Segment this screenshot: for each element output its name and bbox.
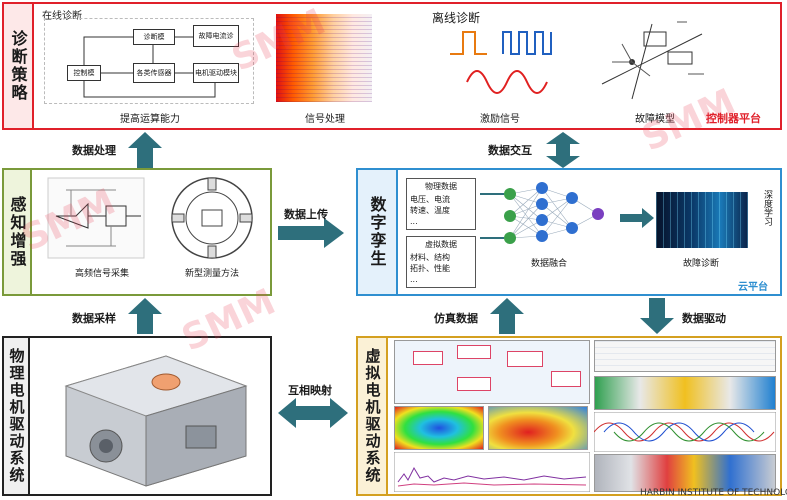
data-fusion-caption: 数据融合 bbox=[530, 259, 567, 269]
diagnose-module-block: 诊断模 bbox=[133, 29, 175, 45]
motor-3d-models bbox=[594, 454, 776, 492]
perception-text: 感知增强 bbox=[7, 196, 27, 268]
fault-model-caption: 故障模型 bbox=[635, 114, 675, 125]
physical-line-3: ... bbox=[410, 217, 418, 226]
sim-node-1 bbox=[413, 351, 443, 365]
fault-diagnosis-image bbox=[656, 192, 748, 248]
sensor-block: 各类传感器 bbox=[133, 63, 175, 83]
phase-waveform-plot bbox=[594, 412, 776, 452]
controller-module-block: 控制模 bbox=[67, 65, 101, 81]
physical-data-title: 物理数据 bbox=[425, 182, 457, 191]
physical-system-text: 物理电机驱动系统 bbox=[7, 348, 26, 484]
data-processing-label: 数据处理 bbox=[72, 144, 116, 157]
fem-temperature-plot bbox=[488, 406, 588, 450]
motor-drive-block: 电机驱动模块 bbox=[193, 63, 239, 83]
deep-learning-text: 深度学习 bbox=[762, 190, 772, 226]
neural-network-diagram bbox=[480, 182, 604, 244]
fault-diagnosis-caption: 故障诊断 bbox=[682, 259, 719, 269]
offline-diagnosis-title: 离线诊断 bbox=[432, 11, 481, 25]
cloud-platform-tag: 云平台 bbox=[738, 282, 768, 293]
physical-line-1: 电压、电流 bbox=[410, 195, 450, 204]
motor-drive-photo bbox=[46, 346, 262, 490]
signal-processing-heatmap bbox=[276, 14, 372, 102]
digital-twin-text: 数字孪生 bbox=[367, 196, 387, 268]
virtual-system-text: 虚拟电机驱动系统 bbox=[363, 348, 382, 484]
sensor-label: 各类传感器 bbox=[136, 69, 172, 77]
sim-node-2 bbox=[457, 345, 491, 359]
rotor-field-plots bbox=[594, 376, 776, 410]
data-sampling-label: 数据采样 bbox=[72, 312, 116, 325]
fault-model-diagram bbox=[601, 21, 704, 100]
high-freq-acquisition-schematic bbox=[47, 177, 145, 259]
virtual-data-box: 虚拟数据 材料、结构 拓扑、性能 ... bbox=[406, 236, 476, 288]
physical-data-box: 物理数据 电压、电流 转速、温度 ... bbox=[406, 178, 476, 230]
institution-footer: HARBIN INSTITUTE OF TECHNOLOG bbox=[640, 488, 787, 498]
virtual-data-title: 虚拟数据 bbox=[425, 240, 457, 249]
diagnosis-strategy-label: 诊断策略 bbox=[4, 4, 34, 128]
data-upload-label: 数据上传 bbox=[284, 208, 328, 221]
new-measurement-caption: 新型测量方法 bbox=[184, 269, 239, 279]
controller-platform-tag: 控制器平台 bbox=[706, 112, 761, 125]
physical-system-label: 物理电机驱动系统 bbox=[4, 338, 30, 494]
digital-twin-label: 数字孪生 bbox=[358, 170, 398, 294]
virtual-line-3: ... bbox=[410, 275, 418, 284]
fault-current-block: 故障电流诊 bbox=[193, 25, 239, 47]
signal-spectrum-plot bbox=[394, 452, 590, 492]
sim-data-label: 仿真数据 bbox=[434, 312, 478, 325]
up-arrow-data-sampling bbox=[128, 298, 162, 334]
physical-line-2: 转速、温度 bbox=[410, 206, 450, 215]
data-driven-label: 数据驱动 bbox=[682, 312, 726, 325]
diagnosis-strategy-panel bbox=[2, 2, 782, 130]
diagnosis-strategy-text: 诊断策略 bbox=[8, 30, 28, 102]
simulation-flow-screenshot bbox=[394, 340, 590, 404]
software-parameter-panel bbox=[594, 340, 776, 372]
motor-drive-label: 电机驱动模块 bbox=[195, 69, 237, 77]
bidir-arrow-data-interaction bbox=[546, 132, 580, 168]
new-measurement-diagram bbox=[171, 177, 253, 259]
sim-node-4 bbox=[457, 377, 491, 391]
excitation-signal-plot bbox=[450, 31, 552, 94]
virtual-system-label: 虚拟电机驱动系统 bbox=[358, 338, 388, 494]
fault-diagnosis-streaks bbox=[656, 192, 748, 248]
online-block-diagram: 诊断模 故障电流诊 控制模 各类传感器 电机驱动模块 bbox=[44, 18, 254, 104]
high-freq-caption: 高频信号采集 bbox=[74, 269, 129, 279]
online-diagnosis-title: 在线诊断 bbox=[42, 11, 82, 22]
sim-node-5 bbox=[551, 371, 581, 387]
signal-processing-caption: 信号处理 bbox=[305, 114, 345, 125]
data-interaction-label: 数据交互 bbox=[488, 144, 532, 157]
sim-node-3 bbox=[507, 351, 543, 367]
excitation-signal-caption: 激励信号 bbox=[480, 114, 520, 125]
controller-module-label: 控制模 bbox=[73, 69, 95, 77]
mutual-mapping-label: 互相映射 bbox=[288, 384, 332, 397]
virtual-line-2: 拓扑、性能 bbox=[410, 264, 450, 273]
online-block-connectors bbox=[83, 36, 216, 98]
up-arrow-sim-data bbox=[490, 298, 524, 334]
virtual-line-1: 材料、结构 bbox=[410, 253, 450, 262]
fusion-to-diagnosis-arrow bbox=[620, 208, 654, 228]
bidir-arrow-mutual-mapping bbox=[278, 398, 348, 428]
down-arrow-data-driven bbox=[640, 298, 674, 334]
online-caption: 提高运算能力 bbox=[120, 114, 180, 125]
up-arrow-data-processing bbox=[128, 132, 162, 168]
right-arrow-data-upload bbox=[278, 218, 344, 248]
perception-label: 感知增强 bbox=[4, 170, 32, 294]
heatmap-stripes bbox=[276, 14, 372, 102]
diagnose-module-label: 诊断模 bbox=[143, 33, 165, 41]
fem-flux-plot bbox=[394, 406, 484, 450]
fault-current-label: 故障电流诊 bbox=[198, 32, 234, 40]
deep-learning-label: 深度学习 bbox=[756, 190, 772, 226]
